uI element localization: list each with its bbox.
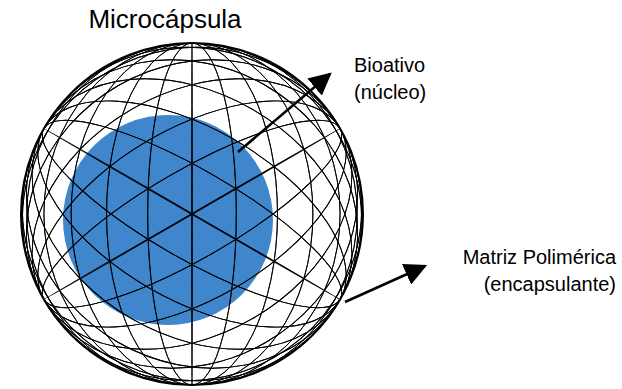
lattice-stroke xyxy=(27,43,357,385)
lattice-stroke xyxy=(148,43,237,385)
lattice-stroke xyxy=(107,43,278,385)
bioactive-core xyxy=(63,115,273,325)
leader-arrow xyxy=(238,74,330,152)
lattice-stroke xyxy=(44,128,341,300)
lattice-stroke xyxy=(0,24,401,389)
lattice-stroke xyxy=(22,90,362,338)
lattice-stroke xyxy=(1,54,383,373)
lattice-stroke xyxy=(44,43,340,385)
lattice-stroke xyxy=(1,54,383,373)
lattice-stroke xyxy=(0,24,401,389)
lattice-stroke xyxy=(107,43,278,385)
lattice-stroke xyxy=(0,0,414,389)
lattice-stroke xyxy=(44,43,340,385)
lattice-stroke xyxy=(1,54,383,373)
lattice-stroke xyxy=(22,90,362,338)
lattice-stroke xyxy=(27,43,357,385)
lattice-stroke xyxy=(22,90,362,338)
callout-label: Bioativo (núcleo) xyxy=(354,52,454,106)
lattice-stroke xyxy=(0,24,401,389)
lattice-stroke xyxy=(71,43,313,385)
leader-arrow xyxy=(345,266,425,302)
lattice-stroke xyxy=(0,24,401,389)
callout-label: Matriz Polimérica (encapsulante) xyxy=(426,244,616,298)
capsule-outline xyxy=(21,43,363,385)
lattice-stroke xyxy=(44,128,341,300)
lattice-stroke xyxy=(22,90,362,338)
lattice-stroke xyxy=(0,0,414,389)
diagram-title: Microcápsula xyxy=(0,4,330,35)
lattice-stroke xyxy=(0,0,414,389)
lattice-stroke xyxy=(71,43,313,385)
lattice-stroke xyxy=(148,43,237,385)
lattice-stroke xyxy=(1,54,383,373)
lattice-stroke xyxy=(0,0,414,389)
